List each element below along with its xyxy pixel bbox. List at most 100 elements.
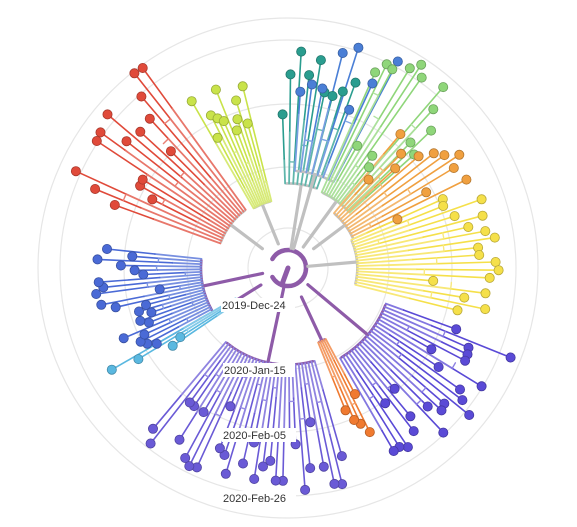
tip-node[interactable] (110, 302, 121, 313)
tip-node[interactable] (387, 64, 398, 75)
tip-node[interactable] (353, 42, 364, 53)
tip-node[interactable] (300, 484, 311, 495)
tip-node[interactable] (476, 381, 487, 392)
tip-node[interactable] (493, 265, 504, 276)
tip-node[interactable] (91, 288, 102, 299)
tip-node[interactable] (457, 395, 468, 406)
tip-node[interactable] (138, 269, 149, 280)
tip-node[interactable] (133, 354, 144, 365)
tip-node[interactable] (413, 151, 424, 162)
tip-node[interactable] (167, 340, 178, 351)
tip-node[interactable] (340, 405, 351, 416)
tip-node[interactable] (460, 355, 471, 366)
tip-node[interactable] (448, 162, 459, 173)
tip-node[interactable] (231, 125, 242, 136)
tip-node[interactable] (93, 277, 104, 288)
tip-node[interactable] (270, 475, 281, 486)
tip-node[interactable] (151, 338, 162, 349)
tip-node[interactable] (454, 149, 465, 160)
tip-node[interactable] (277, 109, 288, 120)
tip-node[interactable] (416, 72, 427, 83)
tip-node[interactable] (237, 81, 248, 92)
tip-node[interactable] (184, 461, 195, 472)
tip-node[interactable] (147, 194, 158, 205)
tip-node[interactable] (389, 383, 400, 394)
tip-node[interactable] (70, 166, 81, 177)
tip-node[interactable] (306, 79, 317, 90)
tip-node[interactable] (109, 199, 120, 210)
tip-node[interactable] (380, 398, 391, 409)
tip-node[interactable] (337, 48, 348, 59)
tip-node[interactable] (422, 401, 433, 412)
tip-node[interactable] (459, 292, 470, 303)
tip-node[interactable] (464, 409, 475, 420)
tip-node[interactable] (121, 136, 132, 147)
tip-node[interactable] (426, 344, 437, 355)
tip-node[interactable] (438, 82, 449, 93)
tip-node[interactable] (451, 324, 462, 335)
tip-node[interactable] (436, 405, 447, 416)
tip-node[interactable] (428, 275, 439, 286)
tip-node[interactable] (480, 304, 491, 315)
tip-node[interactable] (461, 174, 472, 185)
tip-node[interactable] (363, 162, 374, 173)
tip-node[interactable] (404, 63, 415, 74)
tip-node[interactable] (92, 254, 103, 265)
tip-node[interactable] (421, 187, 432, 198)
tip-node[interactable] (225, 401, 236, 412)
tip-node[interactable] (140, 299, 151, 310)
tip-node[interactable] (305, 463, 316, 474)
tip-node[interactable] (184, 397, 195, 408)
tip-node[interactable] (133, 306, 144, 317)
tip-node[interactable] (367, 78, 378, 89)
tip-node[interactable] (90, 183, 101, 194)
tip-node[interactable] (242, 118, 253, 129)
tip-node[interactable] (135, 126, 146, 137)
tip-node[interactable] (364, 427, 375, 438)
tip-node[interactable] (231, 95, 242, 106)
tip-node[interactable] (337, 86, 348, 97)
tip-node[interactable] (102, 109, 113, 120)
tip-node[interactable] (165, 146, 176, 157)
tip-node[interactable] (428, 104, 439, 115)
tip-node[interactable] (416, 59, 427, 70)
tip-node[interactable] (232, 114, 243, 125)
tip-node[interactable] (392, 214, 403, 225)
tip-node[interactable] (295, 86, 306, 97)
tip-node[interactable] (118, 333, 129, 344)
tip-node[interactable] (180, 452, 191, 463)
tip-node[interactable] (396, 148, 407, 159)
tip-node[interactable] (477, 210, 488, 221)
tip-node[interactable] (367, 150, 378, 161)
tip-node[interactable] (198, 407, 209, 418)
tip-node[interactable] (349, 414, 360, 425)
tip-node[interactable] (463, 221, 474, 232)
tip-node[interactable] (480, 226, 491, 237)
tip-node[interactable] (154, 284, 165, 295)
tip-node[interactable] (91, 135, 102, 146)
tip-node[interactable] (249, 473, 260, 484)
tip-node[interactable] (214, 443, 225, 454)
tip-node[interactable] (265, 455, 276, 466)
tip-node[interactable] (129, 68, 140, 79)
tip-node[interactable] (480, 288, 491, 299)
tip-node[interactable] (137, 63, 148, 74)
tip-node[interactable] (317, 83, 328, 94)
tip-node[interactable] (143, 317, 154, 328)
tip-node[interactable] (115, 260, 126, 271)
tip-node[interactable] (175, 332, 186, 343)
tip-node[interactable] (350, 77, 361, 88)
tip-node[interactable] (438, 200, 449, 211)
tip-node[interactable] (218, 116, 229, 127)
tip-node[interactable] (129, 265, 140, 276)
tip-node[interactable] (489, 232, 500, 243)
tip-node[interactable] (426, 125, 437, 136)
tip-node[interactable] (174, 434, 185, 445)
tip-node[interactable] (296, 46, 307, 57)
tip-node[interactable] (505, 352, 516, 363)
tip-node[interactable] (428, 148, 439, 159)
tip-node[interactable] (186, 96, 197, 107)
tip-node[interactable] (257, 461, 268, 472)
tip-node[interactable] (285, 69, 296, 80)
tip-node[interactable] (304, 70, 315, 81)
